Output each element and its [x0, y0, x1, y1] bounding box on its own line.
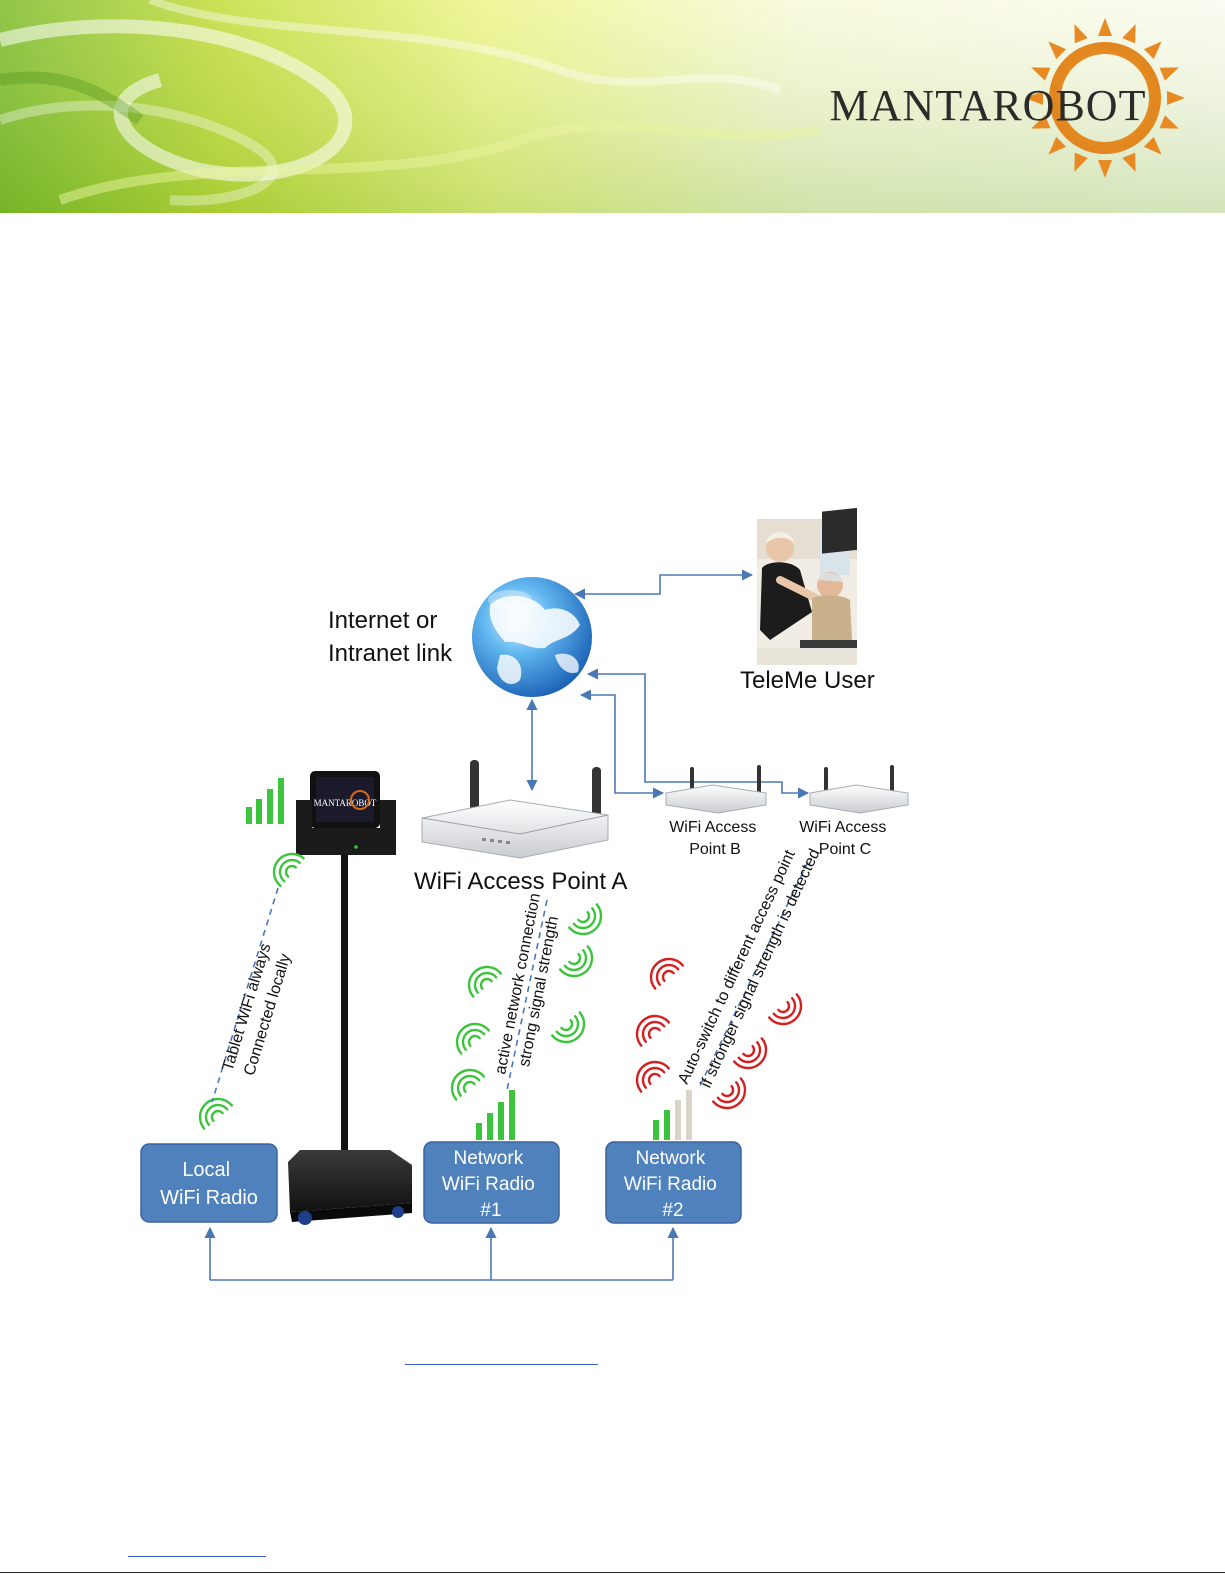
- wifi-waves-red-icon: [635, 957, 803, 1110]
- footer-rule: [0, 1572, 1225, 1573]
- router-a-icon: [421, 760, 609, 859]
- radio-bus-connector: [204, 1226, 679, 1281]
- svg-text:Network WiFi Radio: Network WiFi Radio #2: [624, 1148, 722, 1221]
- telepresence-robot: MANTAROBOT: [288, 771, 412, 1225]
- auto-switch-note: Auto-switch to different access point if…: [675, 837, 823, 1096]
- active-connection-note: active network connection strong signal …: [492, 887, 566, 1080]
- tablet-note: Tablet WiFi always Connected locally: [220, 937, 297, 1079]
- wifi-waves-green-icon: [198, 852, 603, 1130]
- signal-bars-radio2-icon: [653, 1090, 692, 1140]
- teleme-user-photo: [757, 507, 857, 665]
- signal-bars-radio1-icon: [476, 1090, 515, 1140]
- internet-label: Internet or Intranet link: [328, 607, 453, 667]
- ap-a-label: WiFi Access Point A: [414, 868, 627, 895]
- header-banner: MANTAROBOT: [0, 0, 1225, 213]
- svg-text:Network WiFi Radio: Network WiFi Radio #1: [442, 1148, 540, 1221]
- user-label: TeleMe User: [740, 667, 875, 694]
- svg-text:Local WiFi Radio: Local WiFi Radio: [160, 1159, 258, 1209]
- local-wifi-radio-box: Local WiFi Radio: [140, 1143, 278, 1223]
- connector-user: [573, 569, 754, 600]
- svg-text:MANTAROBOT: MANTAROBOT: [314, 798, 377, 808]
- signal-bars-tablet-icon: [246, 778, 284, 824]
- link-underline[interactable]: [405, 1364, 598, 1365]
- router-c-icon: [809, 765, 909, 814]
- router-b-icon: [665, 765, 767, 814]
- ap-c-label: WiFi Access Point C: [799, 819, 891, 858]
- connector-ap-c: [586, 668, 810, 799]
- footer-link-underline[interactable]: [128, 1556, 266, 1557]
- network-wifi-radio-2-box: Network WiFi Radio #2: [605, 1141, 742, 1224]
- dashed-links: [211, 861, 809, 1103]
- network-wifi-radio-1-box: Network WiFi Radio #1: [423, 1141, 560, 1224]
- sun-logo-icon: [1025, 18, 1185, 178]
- ap-b-label: WiFi Access Point B: [669, 819, 761, 858]
- globe-icon: [472, 577, 592, 697]
- brand-logo: MANTAROBOT: [830, 81, 1147, 130]
